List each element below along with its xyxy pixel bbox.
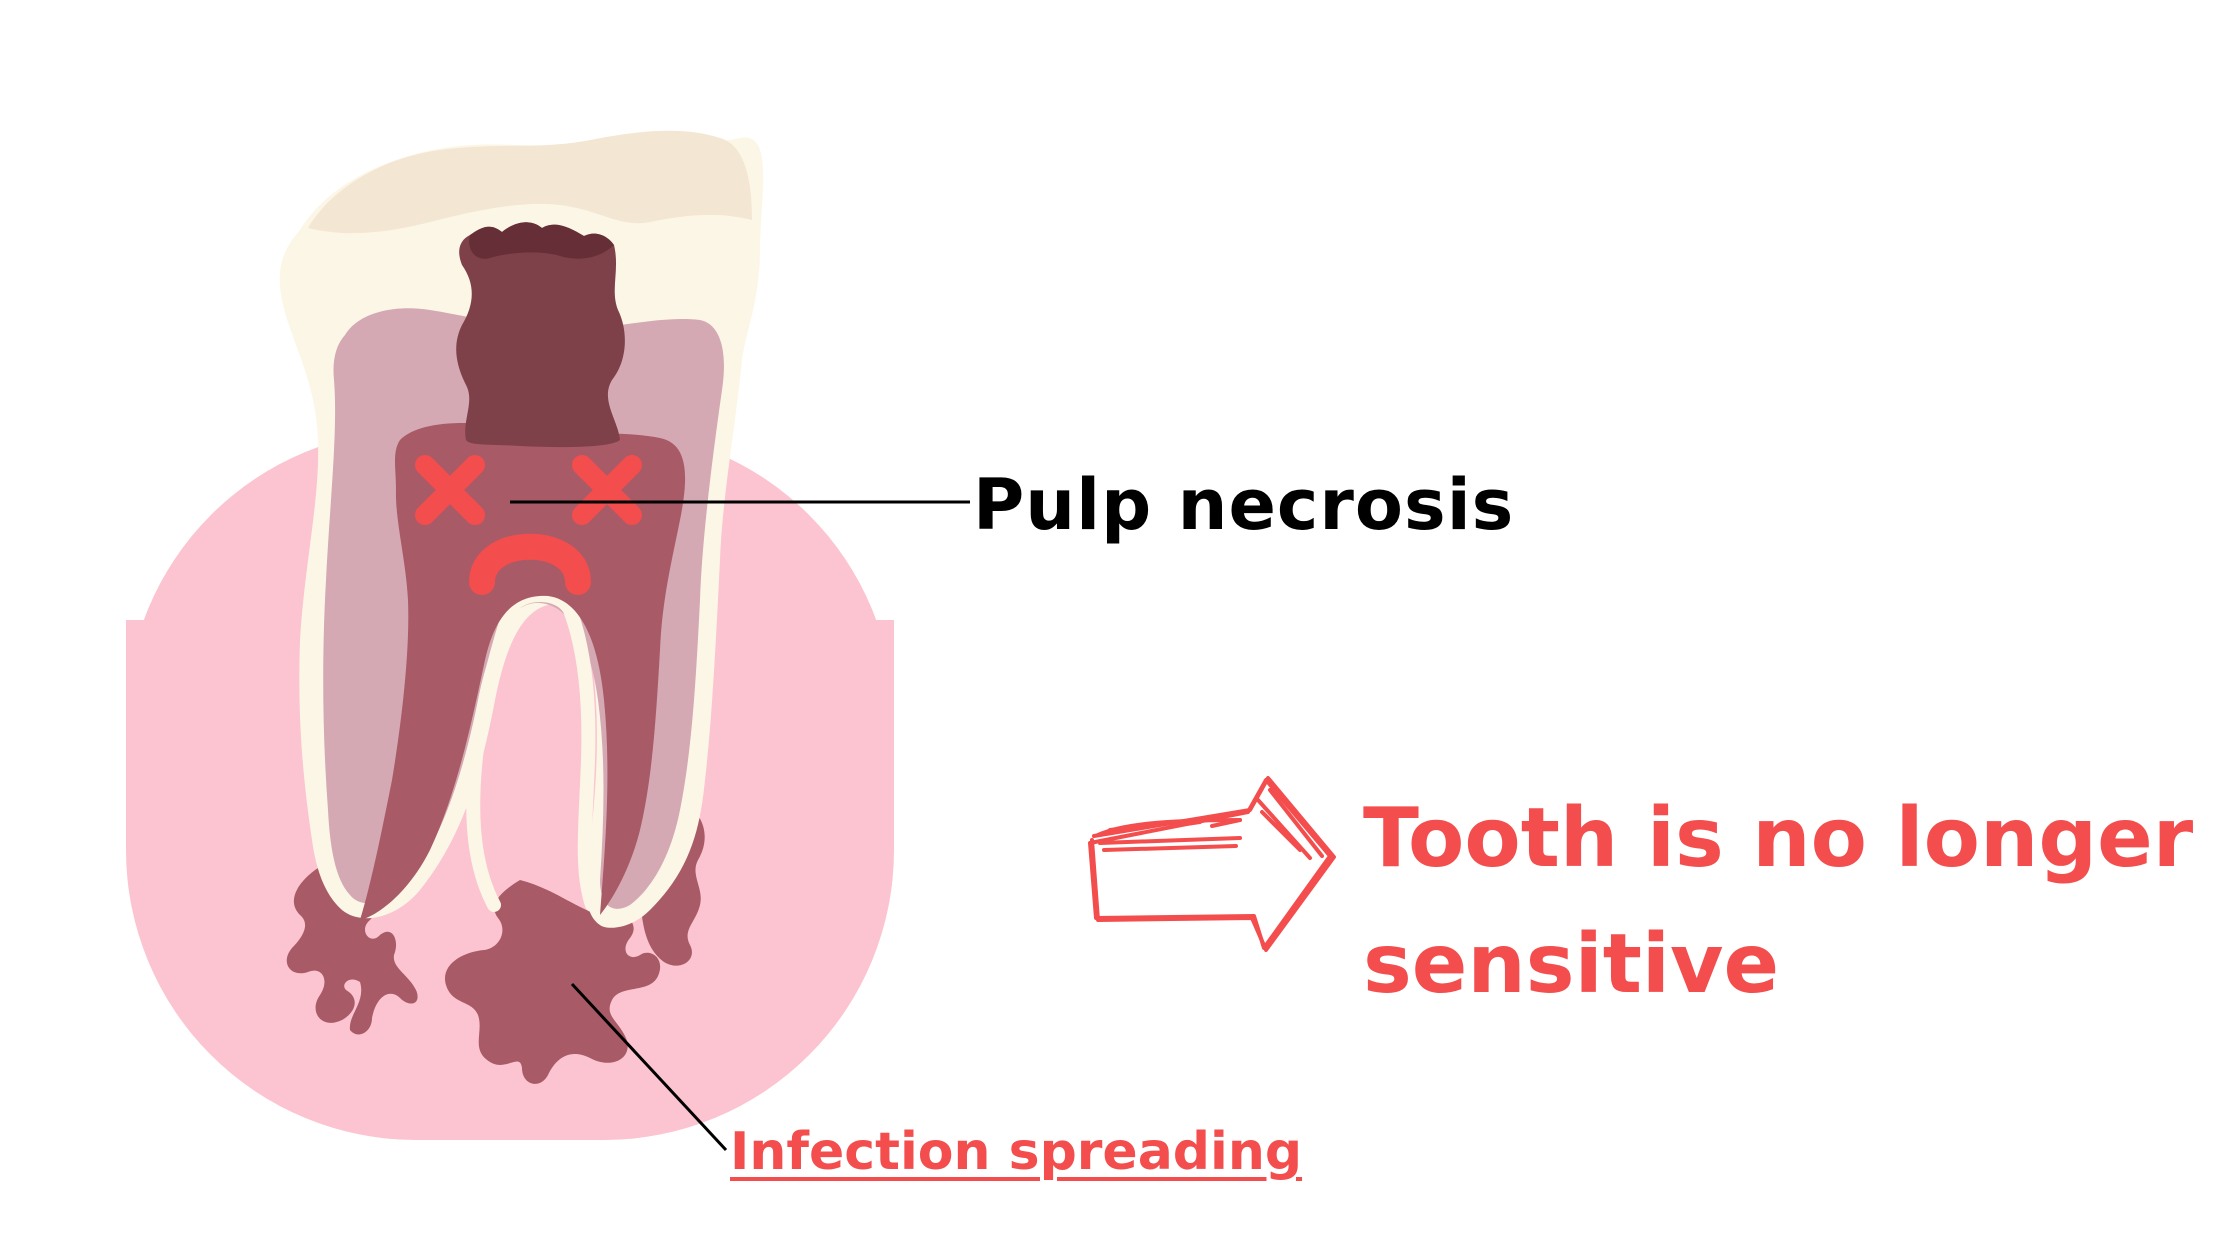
hand-drawn-arrow-icon: [1088, 776, 1336, 952]
pulp-necrosis-label: Pulp necrosis: [973, 464, 1515, 546]
cross-mark-icon: [415, 455, 642, 525]
pulp: [360, 423, 686, 920]
decay-top: [469, 222, 614, 259]
infection-blobs: [286, 808, 705, 1084]
result-label: Tooth is no longer sensitive: [1363, 791, 2194, 1012]
infection-leader-line: [570, 982, 728, 1152]
enamel-cap: [308, 130, 752, 234]
frown-icon: [469, 533, 591, 595]
infection-spreading-label: Infection spreading: [730, 1122, 1303, 1182]
decay-cavity: [456, 222, 625, 448]
